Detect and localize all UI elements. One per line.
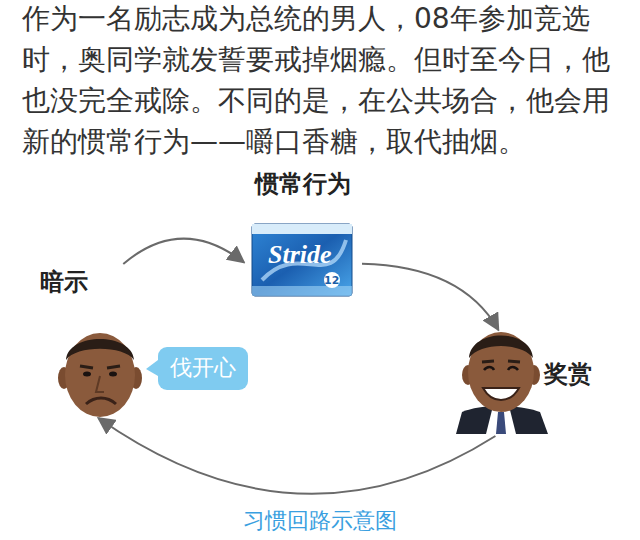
loop-arrow [362,264,498,330]
speech-bubble: 伐开心 [158,347,248,390]
node-heading: 奖赏 [544,360,592,389]
brand-text: Stride [268,240,332,270]
node-heading: 惯常行为 [255,170,351,199]
reward-node: 奖赏 [454,330,602,436]
happy-face [456,332,548,434]
intro-paragraph: 作为一名励志成为总统的男人，08年参加竞选时，奥同学就发誓要戒掉烟瘾。但时至今日… [22,0,622,162]
gum-pack [252,224,352,296]
figure-caption: 习惯回路示意图 [243,506,397,536]
loop-arrow [123,239,244,264]
loop-arrow [98,418,495,494]
bubble-tail [146,360,158,376]
sad-face [58,333,142,417]
bubble-text: 伐开心 [170,355,236,381]
cue-node: 暗示 [38,264,142,418]
routine-node: 惯常行为 [244,166,362,300]
node-heading: 暗示 [40,268,88,297]
pack-count: 12 [324,274,339,287]
